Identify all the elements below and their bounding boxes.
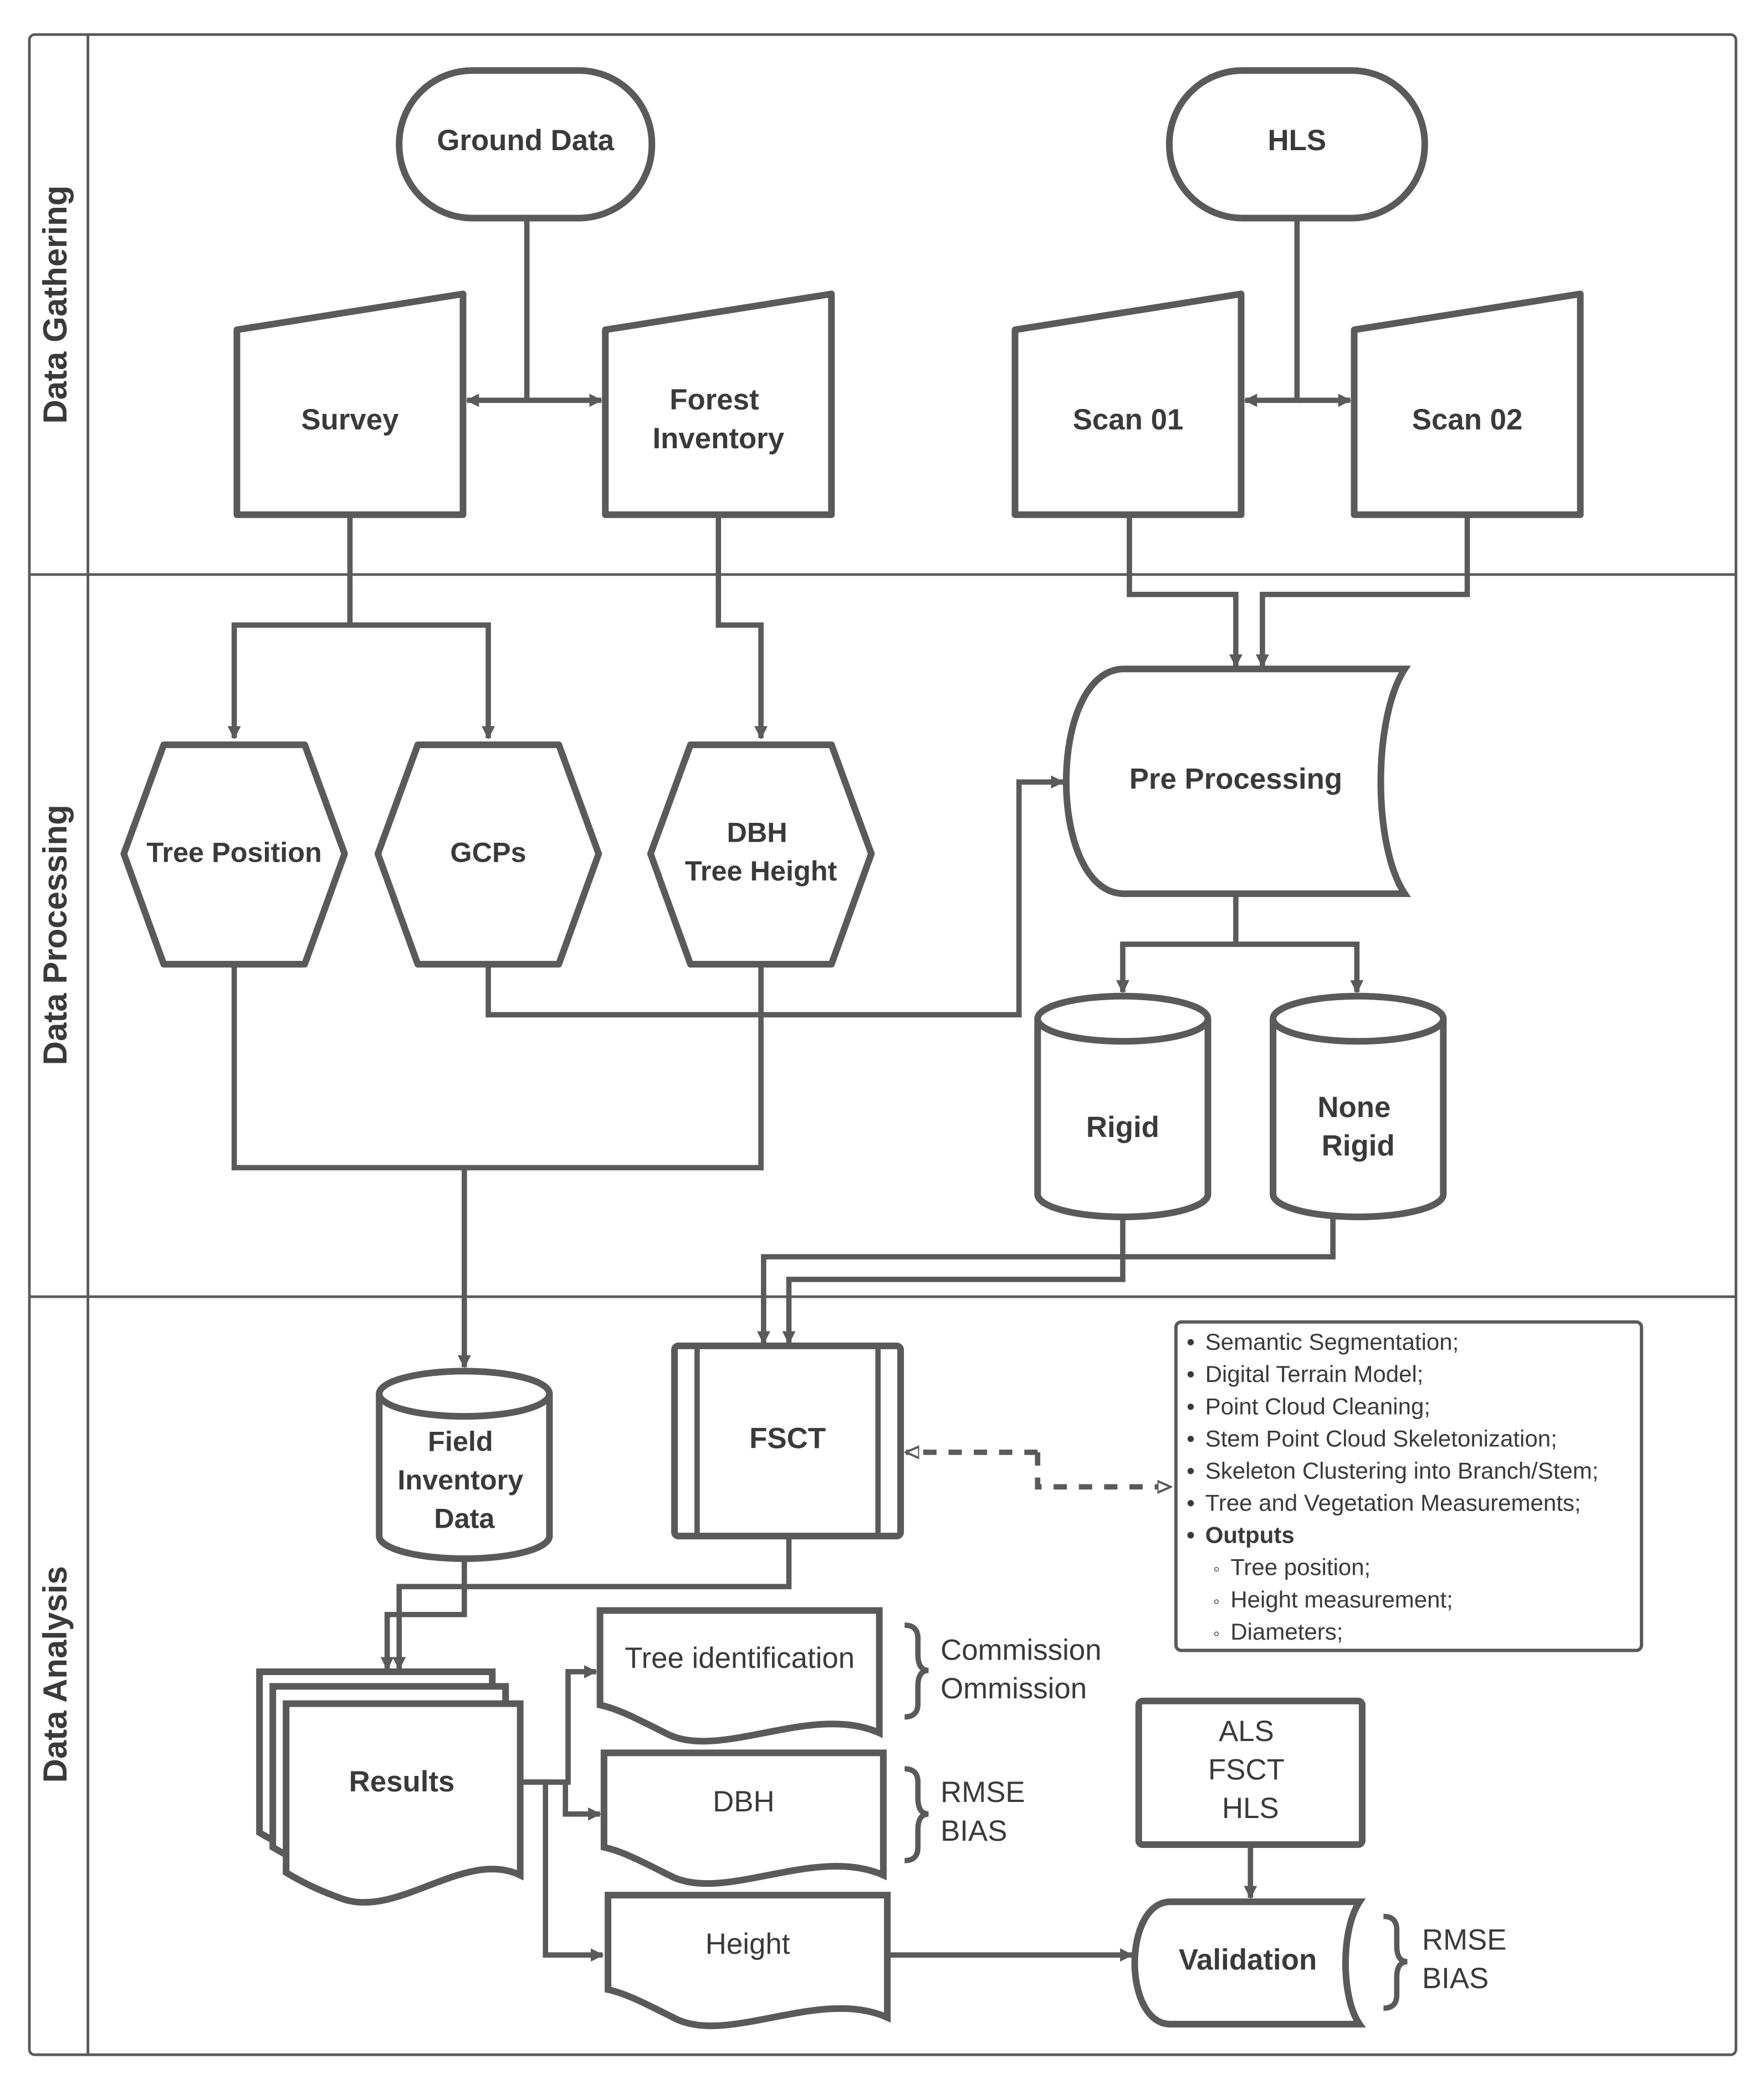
scan-02-label: Scan 02 (1412, 403, 1523, 436)
field-inventory-data-line-1: Field (428, 1426, 493, 1457)
als-fsct-hls-label: ALS FSCT HLS (1208, 1715, 1293, 1825)
hls-label: HLS (1268, 124, 1327, 157)
field-inventory-data-node: Field Inventory Data (376, 1368, 553, 1562)
tree-identification-label: Tree identification (625, 1642, 855, 1675)
fsct-output-item: Tree position; (1230, 1554, 1371, 1580)
dbh-tree-height-line-2: Tree Height (685, 855, 837, 887)
dbh-metrics: RMSE BIAS (904, 1766, 1025, 1863)
fsct-output-subbullet: ◦ (1213, 1624, 1220, 1644)
scan-01-label: Scan 01 (1073, 403, 1184, 436)
forest-inventory-line-1: Forest (669, 383, 759, 416)
fsct-step-item: Digital Terrain Model; (1205, 1361, 1424, 1387)
scan-01-node: Scan 01 (1011, 290, 1245, 518)
hls-source-label: HLS (1222, 1792, 1279, 1825)
fsct-step-bullet: • (1187, 1393, 1195, 1419)
lane-label-data-gathering: Data Gathering (37, 186, 74, 424)
rigid-label: Rigid (1086, 1111, 1159, 1144)
field-inventory-data-line-2: Inventory (397, 1464, 523, 1496)
fsct-source-label: FSCT (1208, 1753, 1285, 1786)
ommission-label: Ommission (940, 1672, 1087, 1705)
height-label: Height (705, 1928, 790, 1960)
scan-02-node: Scan 02 (1351, 290, 1584, 518)
field-inventory-data-label: Field Inventory Data (397, 1426, 531, 1534)
fsct-step-bullet: • (1187, 1490, 1195, 1516)
fsct-node: FSCT (671, 1342, 904, 1540)
fsct-label: FSCT (749, 1422, 826, 1455)
dbh-label: DBH (713, 1785, 774, 1818)
field-inventory-data-line-3: Data (434, 1503, 495, 1534)
swimlane-frame (28, 33, 1737, 2056)
fsct-step-bullet: • (1187, 1457, 1195, 1483)
lane-label-data-analysis: Data Analysis (37, 1566, 74, 1783)
fsct-step-item: Point Cloud Cleaning; (1205, 1393, 1430, 1419)
fsct-output-subbullet: ◦ (1213, 1591, 1220, 1612)
height-node: Height (605, 1892, 891, 2029)
fsct-step-item: Stem Point Cloud Skeletonization; (1205, 1425, 1557, 1451)
tree-position-node: Tree Position (120, 741, 348, 968)
fsct-output-item: Height measurement; (1230, 1586, 1453, 1612)
fsct-step-bullet: • (1187, 1361, 1195, 1387)
dbh-tree-height-node: DBH Tree Height (647, 741, 875, 968)
als-label: ALS (1219, 1715, 1274, 1748)
fsct-step-item: Tree and Vegetation Measurements; (1205, 1490, 1581, 1516)
dbh-tree-height-line-1: DBH (727, 816, 787, 848)
pre-processing-label: Pre Processing (1129, 762, 1342, 795)
als-fsct-hls-node: ALS FSCT HLS (1135, 1697, 1366, 1848)
none-rigid-line-2: Rigid (1322, 1130, 1395, 1163)
ground-data-node: Ground Data (396, 67, 656, 222)
results-node: Results (256, 1668, 524, 1906)
none-rigid-line-1: None (1317, 1091, 1390, 1124)
gcps-node: GCPs (374, 741, 602, 968)
tree-identification-metrics: Commission Ommission (904, 1622, 1102, 1720)
dbh-node: DBH (600, 1749, 887, 1887)
dbh-bias-label: BIAS (940, 1815, 1007, 1847)
fsct-output-item: Diameters; (1230, 1619, 1343, 1645)
tree-identification-node: Tree identification (596, 1607, 883, 1745)
pre-processing-node: Pre Processing (1063, 665, 1411, 897)
fsct-outputs-bullet: • (1187, 1522, 1195, 1548)
connectors (227, 219, 1470, 1962)
hls-node: HLS (1165, 67, 1428, 222)
gcps-label: GCPs (450, 836, 526, 868)
lane-label-data-processing: Data Processing (37, 805, 74, 1065)
validation-node: Validation (1131, 1898, 1366, 2027)
dbh-rmse-label: RMSE (940, 1776, 1025, 1809)
survey-node: Survey (233, 290, 467, 518)
fsct-step-item: Semantic Segmentation; (1205, 1329, 1459, 1355)
fsct-step-bullet: • (1187, 1425, 1195, 1451)
validation-label: Validation (1179, 1944, 1317, 1977)
rigid-node: Rigid (1034, 992, 1211, 1221)
fsct-steps-box: • Semantic Segmentation; • Digital Terrain … (1174, 1320, 1643, 1652)
none-rigid-node: None Rigid (1270, 992, 1447, 1221)
validation-metrics: RMSE BIAS (1383, 1913, 1507, 2011)
fsct-output-subbullet: ◦ (1213, 1559, 1220, 1580)
results-label: Results (349, 1765, 455, 1798)
none-rigid-label: None Rigid (1317, 1091, 1399, 1163)
survey-label: Survey (301, 403, 399, 436)
commission-label: Commission (940, 1634, 1101, 1666)
validation-rmse-label: RMSE (1422, 1924, 1507, 1957)
fsct-step-item: Skeleton Clustering into Branch/Stem; (1205, 1457, 1599, 1483)
validation-bias-label: BIAS (1422, 1962, 1489, 1995)
fsct-outputs-title: Outputs (1205, 1522, 1295, 1548)
ground-data-label: Ground Data (437, 124, 614, 157)
forest-inventory-line-2: Inventory (652, 422, 784, 455)
forest-inventory-node: Forest Inventory (602, 290, 835, 518)
tree-position-label: Tree Position (146, 836, 321, 868)
forest-inventory-label: Forest Inventory (652, 383, 784, 455)
dbh-tree-height-label: DBH Tree Height (685, 816, 837, 887)
fsct-step-bullet: • (1187, 1329, 1195, 1355)
